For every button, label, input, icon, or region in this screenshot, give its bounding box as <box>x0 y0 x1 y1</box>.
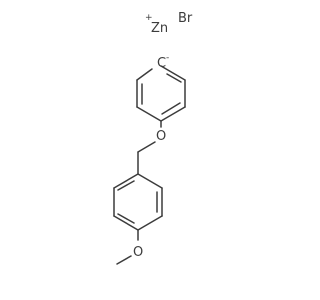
upper-benzene-ring <box>136 65 186 122</box>
double-bond-inner <box>117 180 135 191</box>
ether-oxygen-label: O <box>156 129 166 144</box>
bond <box>116 255 132 265</box>
bond <box>113 173 139 189</box>
lower-benzene-ring <box>113 173 163 231</box>
double-bond-inner <box>117 213 135 224</box>
double-bond-inner <box>161 102 181 115</box>
bromine-label: Br <box>178 11 193 26</box>
bond <box>137 215 163 231</box>
bond <box>160 65 186 81</box>
bond <box>136 106 162 122</box>
bond <box>113 215 139 231</box>
bond <box>136 68 153 81</box>
bond <box>137 141 156 153</box>
carbanion-label: C <box>157 56 166 71</box>
double-bond-inner <box>166 73 182 83</box>
methoxy-oxygen-label: O <box>133 245 143 260</box>
zinc-label: Zn <box>151 21 168 36</box>
carbanion-charge: - <box>166 53 169 63</box>
zinc-charge: + <box>145 13 153 23</box>
structure-canvas: C - + Zn Br O O <box>113 11 193 265</box>
bond <box>160 106 186 122</box>
structural-formula: C - + Zn Br O O <box>113 11 193 265</box>
bond <box>137 173 163 189</box>
